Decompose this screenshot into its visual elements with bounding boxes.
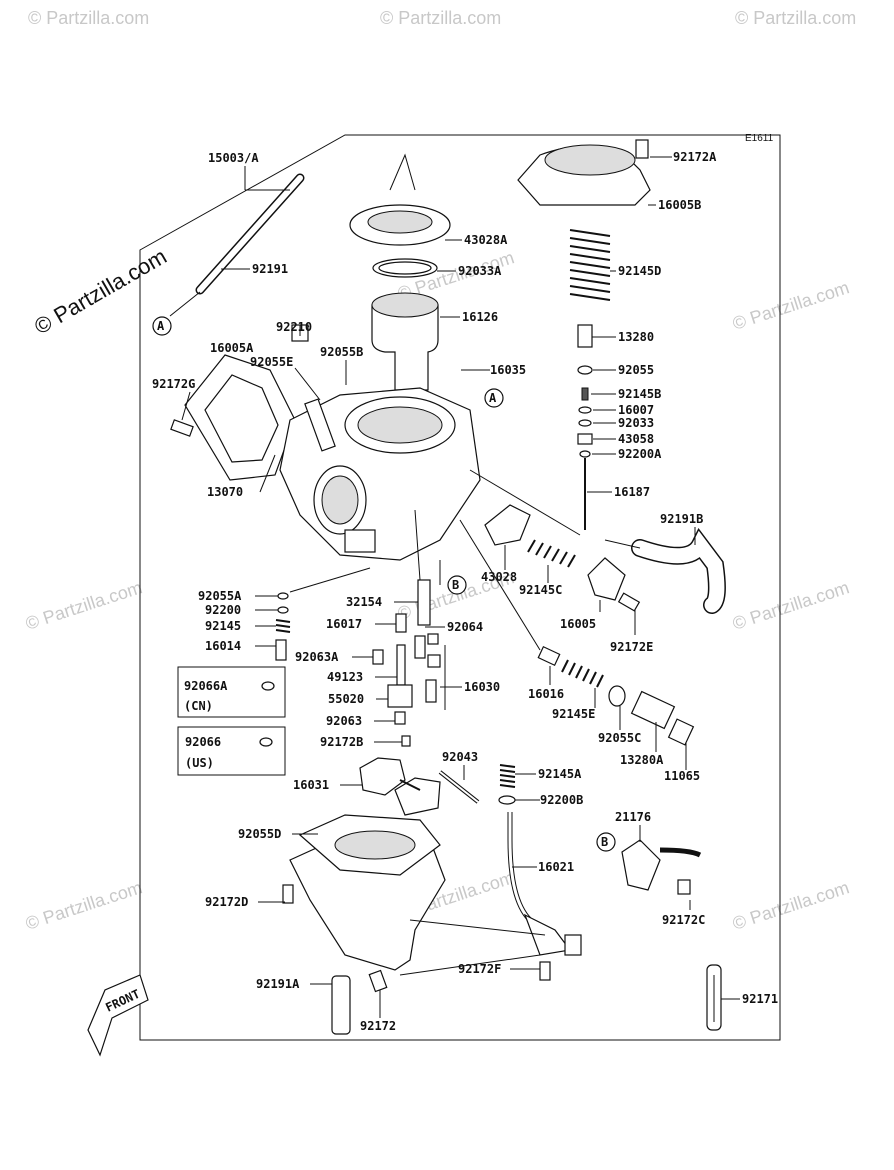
watermark: © Partzilla.com <box>730 277 852 334</box>
watermark: © Partzilla.com <box>735 8 856 28</box>
callout-b: B <box>601 835 608 849</box>
part-label: 92210 <box>276 320 312 334</box>
part-label: 92043 <box>442 750 478 764</box>
part-label: 92191B <box>660 512 703 526</box>
front-arrow: FRONT <box>87 974 149 1057</box>
part-label: 92145E <box>552 707 595 721</box>
part-label: 92172A <box>673 150 717 164</box>
callout-b-circle <box>596 832 616 852</box>
part-label: 92055D <box>238 827 281 841</box>
callout-b-circle <box>447 575 467 595</box>
part-label: 16005 <box>560 617 596 631</box>
part-label: 92055 <box>618 363 654 377</box>
watermark-main: © Partzilla.com <box>30 244 171 340</box>
part-label: 92063A <box>295 650 339 664</box>
watermark: © Partzilla.com <box>380 8 501 28</box>
part-label: 92063 <box>326 714 362 728</box>
part-label: 92055B <box>320 345 363 359</box>
part-label: 92172E <box>610 640 653 654</box>
part-label: 92145D <box>618 264 661 278</box>
part-label: 15003/A <box>208 151 259 165</box>
part-label: 16005A <box>210 341 254 355</box>
part-label: 13280A <box>620 753 664 767</box>
callouts: A A B B <box>152 316 616 852</box>
watermark: © Partzilla.com <box>23 577 145 634</box>
region-note-cn: (CN) <box>184 699 213 713</box>
diagram-border <box>139 134 781 1041</box>
part-label: 16021 <box>538 860 574 874</box>
part-label: 92172G <box>152 377 195 391</box>
part-label: 55020 <box>328 692 364 706</box>
leader-lines <box>169 156 740 1018</box>
assembly-lines <box>289 469 641 976</box>
part-label: 16031 <box>293 778 329 792</box>
diagram-code: E1611 <box>745 133 774 144</box>
part-label: 16007 <box>618 403 654 417</box>
part-label: 92055C <box>598 731 641 745</box>
part-label: 92172B <box>320 735 363 749</box>
watermark: © Partzilla.com <box>730 877 852 934</box>
region-note-us: (US) <box>185 756 214 770</box>
part-label: 92171 <box>742 992 778 1006</box>
watermark: © Partzilla.com <box>730 577 852 634</box>
part-label: 92055A <box>198 589 242 603</box>
part-label: 92200 <box>205 603 241 617</box>
part-label: 16035 <box>490 363 526 377</box>
part-label: 43058 <box>618 432 654 446</box>
part-label: 92033A <box>458 264 502 278</box>
part-label: 16016 <box>528 687 564 701</box>
part-label: 43028A <box>464 233 508 247</box>
part-label: 16126 <box>462 310 498 324</box>
part-label: 43028 <box>481 570 517 584</box>
watermark: © Partzilla.com <box>28 8 149 28</box>
part-label: 16030 <box>464 680 500 694</box>
part-label: 92145A <box>538 767 582 781</box>
part-label: 92145B <box>618 387 661 401</box>
part-label: 16014 <box>205 639 241 653</box>
part-label: 92033 <box>618 416 654 430</box>
us-note-box <box>177 726 286 776</box>
watermark: © Partzilla.com <box>23 877 145 934</box>
part-label: 21176 <box>615 810 651 824</box>
part-label: 13280 <box>618 330 654 344</box>
part-label: 92055E <box>250 355 293 369</box>
parts-artwork <box>170 139 726 1035</box>
cn-note-box <box>177 666 286 718</box>
part-label: 13070 <box>207 485 243 499</box>
part-label: 92191 <box>252 262 288 276</box>
callout-a: A <box>157 319 165 333</box>
callout-a-circle <box>152 316 172 336</box>
part-label: 16005B <box>658 198 701 212</box>
part-label: 92145 <box>205 619 241 633</box>
part-label: 92066A <box>184 679 228 693</box>
part-label: 16187 <box>614 485 650 499</box>
part-label: 11065 <box>664 769 700 783</box>
part-label: 92200A <box>618 447 662 461</box>
part-label: 92172 <box>360 1019 396 1033</box>
part-label: 92064 <box>447 620 483 634</box>
part-label: 92172F <box>458 962 501 976</box>
part-label: 92066 <box>185 735 221 749</box>
part-label: 49123 <box>327 670 363 684</box>
part-labels: 15003/A 92191 92172A 16005B 43028A 92033… <box>152 150 778 1033</box>
part-label: 92172C <box>662 913 705 927</box>
part-label: 92191A <box>256 977 300 991</box>
part-label: 92200B <box>540 793 583 807</box>
part-label: 92145C <box>519 583 562 597</box>
part-label: 92172D <box>205 895 248 909</box>
part-label: 32154 <box>346 595 382 609</box>
callout-a-circle <box>484 388 504 408</box>
part-label: 16017 <box>326 617 362 631</box>
callout-b: B <box>452 578 459 592</box>
callout-a: A <box>489 391 497 405</box>
